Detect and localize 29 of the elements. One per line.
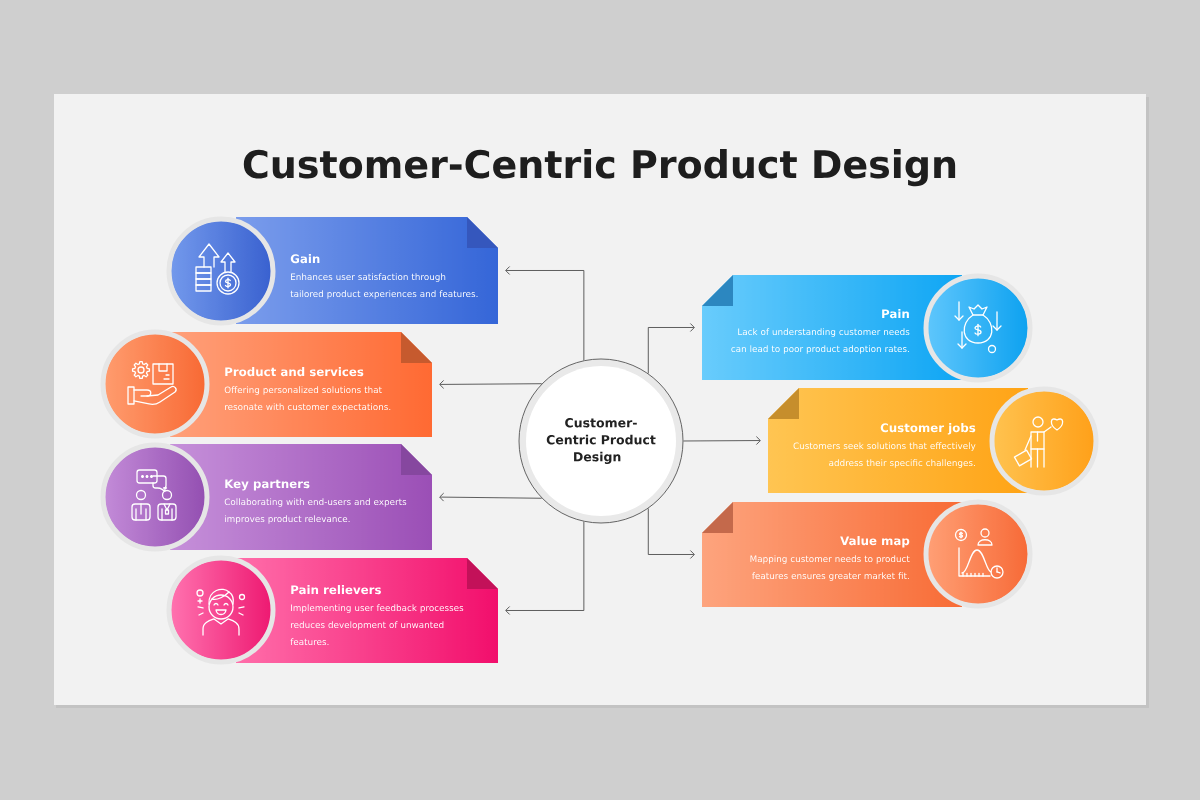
box-title: Pain <box>882 309 909 319</box>
title: Customer-Centric Product Design <box>243 149 956 187</box>
box-text: Customers seek solutions that effectively address their specific challenges. <box>793 442 976 468</box>
box-text: Mapping customer needs to product features ensures greater market fit. <box>750 555 910 581</box>
box-text: Enhances user satisfaction through tailored product experiences and features. <box>290 273 478 299</box>
ribbon-box <box>768 386 1099 496</box>
connector-arrow <box>439 492 543 502</box>
ribbon-box <box>702 499 1033 609</box>
box-title: Value map <box>840 536 910 548</box>
box-title: Gain <box>290 254 320 264</box>
ribbon-box <box>100 442 432 552</box>
connector-arrow <box>505 521 585 615</box>
box-title: Pain relievers <box>291 585 381 595</box>
connector-arrow <box>683 436 761 445</box>
box-text: Implementing user feedback processes reduces development of unwanted features. <box>290 604 464 646</box>
ribbon-box <box>166 555 498 665</box>
box-text: Lack of understanding customer needs can lead to poor product adoption rates. <box>731 328 910 354</box>
ribbon-box <box>166 216 498 326</box>
connector-arrow <box>505 266 585 361</box>
box-title: Customer jobs <box>880 423 976 435</box>
box-title: Key partners <box>225 479 310 491</box>
ribbon-box <box>702 273 1033 383</box>
box-text: Collaborating with end-users and experts improves product relevance. <box>224 498 407 524</box>
box-title: Product and services <box>225 367 364 377</box>
ribbon-box <box>100 329 432 439</box>
connector-arrow <box>439 379 543 389</box>
connector-arrow <box>647 508 695 559</box>
box-text: Offering personalized solutions that resonate with customer expectations. <box>224 386 391 412</box>
connector-arrow <box>647 323 695 374</box>
